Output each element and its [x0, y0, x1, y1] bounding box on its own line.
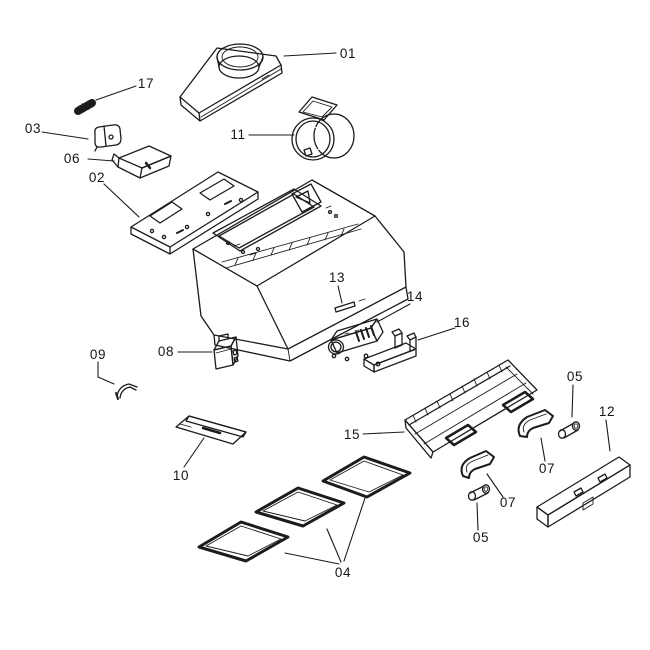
- part-14-switch-assembly: [327, 318, 384, 362]
- part-label-05b: 05: [473, 530, 489, 545]
- part-10-lens-bracket: [175, 415, 247, 445]
- part-label-02: 02: [89, 170, 105, 185]
- leader-17: [95, 85, 137, 101]
- part-label-03: 03: [25, 121, 41, 136]
- part-11-blower-assembly: [291, 96, 355, 161]
- part-13-nameplate: [334, 298, 366, 313]
- part-label-16: 16: [454, 315, 470, 330]
- leader-09: [97, 361, 115, 385]
- part-09-clip: [115, 383, 138, 400]
- part-label-17: 17: [138, 76, 154, 91]
- part-15-bottom-panel: [404, 359, 538, 459]
- part-label-07b: 07: [500, 495, 516, 510]
- leader-04c: [343, 497, 366, 562]
- leader-13: [337, 285, 343, 304]
- part-07-handle-upper: [517, 409, 554, 438]
- part-label-10: 10: [173, 468, 189, 483]
- leader-lines: [41, 52, 611, 565]
- leader-04b: [326, 528, 342, 563]
- leader-12: [605, 419, 611, 452]
- leader-07a: [540, 437, 546, 462]
- part-label-01: 01: [340, 46, 356, 61]
- hood-body: [192, 179, 409, 362]
- part-05-spacer-upper: [557, 421, 581, 439]
- part-label-13: 13: [329, 270, 345, 285]
- part-label-12: 12: [599, 404, 615, 419]
- part-label-15: 15: [344, 427, 360, 442]
- leader-02: [103, 183, 140, 218]
- leader-01: [283, 52, 337, 57]
- part-07-handle-lower: [460, 450, 495, 479]
- part-label-07a: 07: [539, 461, 555, 476]
- part-06-channel-bracket: [111, 145, 172, 179]
- leader-15: [362, 431, 405, 435]
- leader-05b: [476, 502, 479, 531]
- part-01-duct-adapter: [179, 43, 283, 122]
- part-label-14: 14: [407, 289, 423, 304]
- part-label-11: 11: [230, 127, 245, 142]
- part-05-spacer-lower: [467, 484, 491, 501]
- part-02-mounting-panel: [130, 171, 259, 255]
- part-label-09: 09: [90, 347, 106, 362]
- leader-14: [376, 303, 411, 323]
- part-labels: 01 17 03 06 02 11 13 14 16 08 09 10 15 0…: [25, 46, 615, 580]
- leader-05a: [571, 384, 574, 418]
- part-17-spring: [74, 99, 96, 115]
- part-label-05a: 05: [567, 369, 583, 384]
- part-label-08: 08: [158, 344, 174, 359]
- leader-10: [183, 437, 205, 468]
- leader-16: [417, 327, 456, 341]
- part-08-receptacle-box: [213, 333, 239, 370]
- part-03-latch: [94, 124, 122, 152]
- part-label-04: 04: [335, 565, 351, 580]
- part-label-06: 06: [64, 151, 80, 166]
- leader-03: [41, 131, 89, 140]
- leader-06: [87, 158, 115, 162]
- part-12-rail-bracket: [536, 456, 631, 528]
- part-16-mounting-bracket: [363, 328, 417, 373]
- part-04-filters: [197, 455, 412, 563]
- leader-04a: [284, 552, 340, 565]
- leader-07b: [486, 473, 504, 498]
